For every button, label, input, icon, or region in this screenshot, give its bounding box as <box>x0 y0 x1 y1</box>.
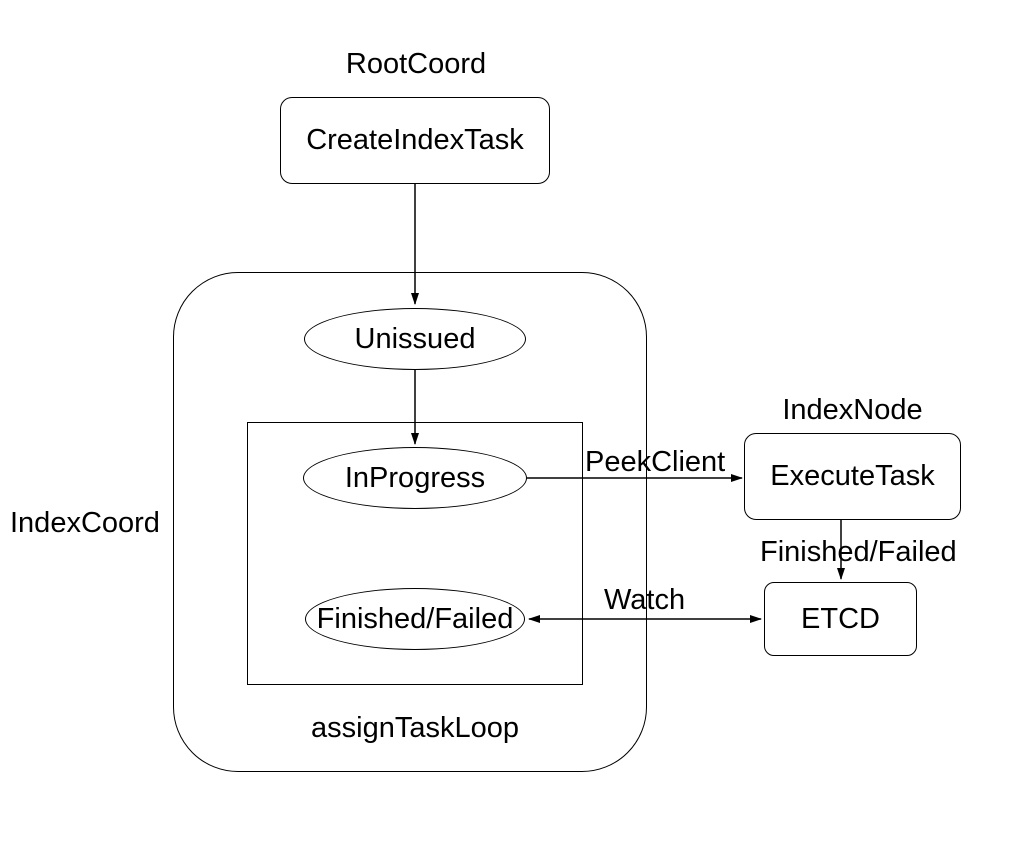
node-execute-task-label: ExecuteTask <box>770 460 935 492</box>
edge-label-finished-failed: Finished/Failed <box>760 536 957 568</box>
node-unissued: Unissued <box>304 308 526 370</box>
assigntaskloop-label: assignTaskLoop <box>311 712 519 744</box>
rootcoord-label: RootCoord <box>345 48 487 80</box>
node-unissued-label: Unissued <box>354 322 476 355</box>
edge-label-peekclient: PeekClient <box>585 446 726 478</box>
node-execute-task: ExecuteTask <box>744 433 961 520</box>
indexcoord-label: IndexCoord <box>10 507 160 539</box>
indexcoord-container <box>173 272 647 772</box>
node-etcd-label: ETCD <box>801 602 880 635</box>
node-create-index-task: CreateIndexTask <box>280 97 550 184</box>
edge-label-watch: Watch <box>604 584 686 616</box>
node-etcd: ETCD <box>764 582 917 656</box>
node-in-progress: InProgress <box>303 447 527 509</box>
node-create-index-task-label: CreateIndexTask <box>306 124 524 156</box>
node-finished-failed: Finished/Failed <box>305 588 525 650</box>
node-finished-failed-label: Finished/Failed <box>316 602 514 635</box>
assigntaskloop-container <box>247 422 583 685</box>
node-in-progress-label: InProgress <box>344 461 486 494</box>
indexnode-label: IndexNode <box>782 394 923 426</box>
